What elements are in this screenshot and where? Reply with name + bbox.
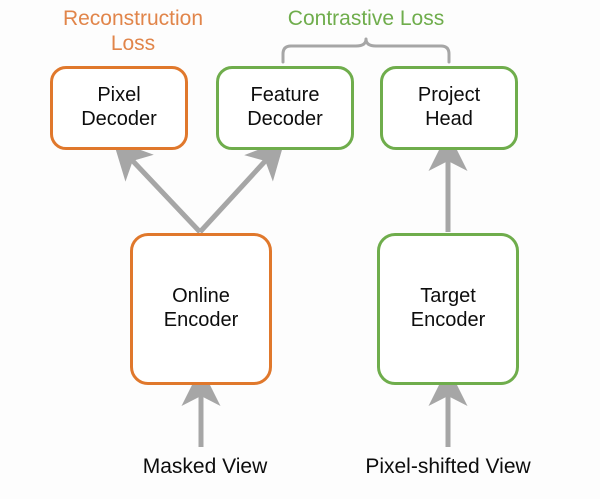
node-feature-decoder-line2: Decoder bbox=[247, 108, 323, 130]
node-project-head-line1: Project bbox=[417, 84, 481, 107]
contrastive-loss-line1: Contrastive Loss bbox=[287, 7, 445, 30]
input-label-pixel-shifted-view: Pixel-shifted View bbox=[365, 455, 531, 478]
node-pixel-decoder-line2: Decoder bbox=[81, 108, 157, 130]
node-target-encoder[interactable]: Target Encoder bbox=[377, 233, 519, 385]
node-online-encoder-line2: Encoder bbox=[163, 309, 239, 331]
reconstruction-loss-line2: Loss bbox=[110, 32, 156, 56]
node-feature-decoder-line1: Feature bbox=[250, 84, 320, 107]
node-project-head-line2: Head bbox=[425, 108, 473, 130]
node-pixel-decoder-line1: Pixel bbox=[97, 84, 141, 107]
contrastive-loss-brace bbox=[281, 37, 451, 64]
node-pixel-decoder[interactable]: Pixel Decoder bbox=[50, 66, 188, 150]
input-label-masked-view: Masked View bbox=[142, 455, 268, 478]
node-target-encoder-line1: Target bbox=[420, 285, 476, 308]
edge-online-encoder-to-pixel-decoder bbox=[112, 139, 202, 234]
node-online-encoder-line1: Online bbox=[172, 285, 230, 308]
node-target-encoder-line2: Encoder bbox=[410, 309, 486, 331]
reconstruction-loss-label: Reconstruction Loss bbox=[38, 6, 228, 56]
edge-online-encoder-to-feature-decoder bbox=[198, 139, 285, 234]
node-feature-decoder[interactable]: Feature Decoder bbox=[216, 66, 354, 150]
contrastive-loss-label: Contrastive Loss bbox=[271, 6, 461, 31]
reconstruction-loss-line1: Reconstruction bbox=[62, 7, 204, 30]
node-online-encoder[interactable]: Online Encoder bbox=[130, 233, 272, 385]
node-project-head[interactable]: Project Head bbox=[380, 66, 518, 150]
